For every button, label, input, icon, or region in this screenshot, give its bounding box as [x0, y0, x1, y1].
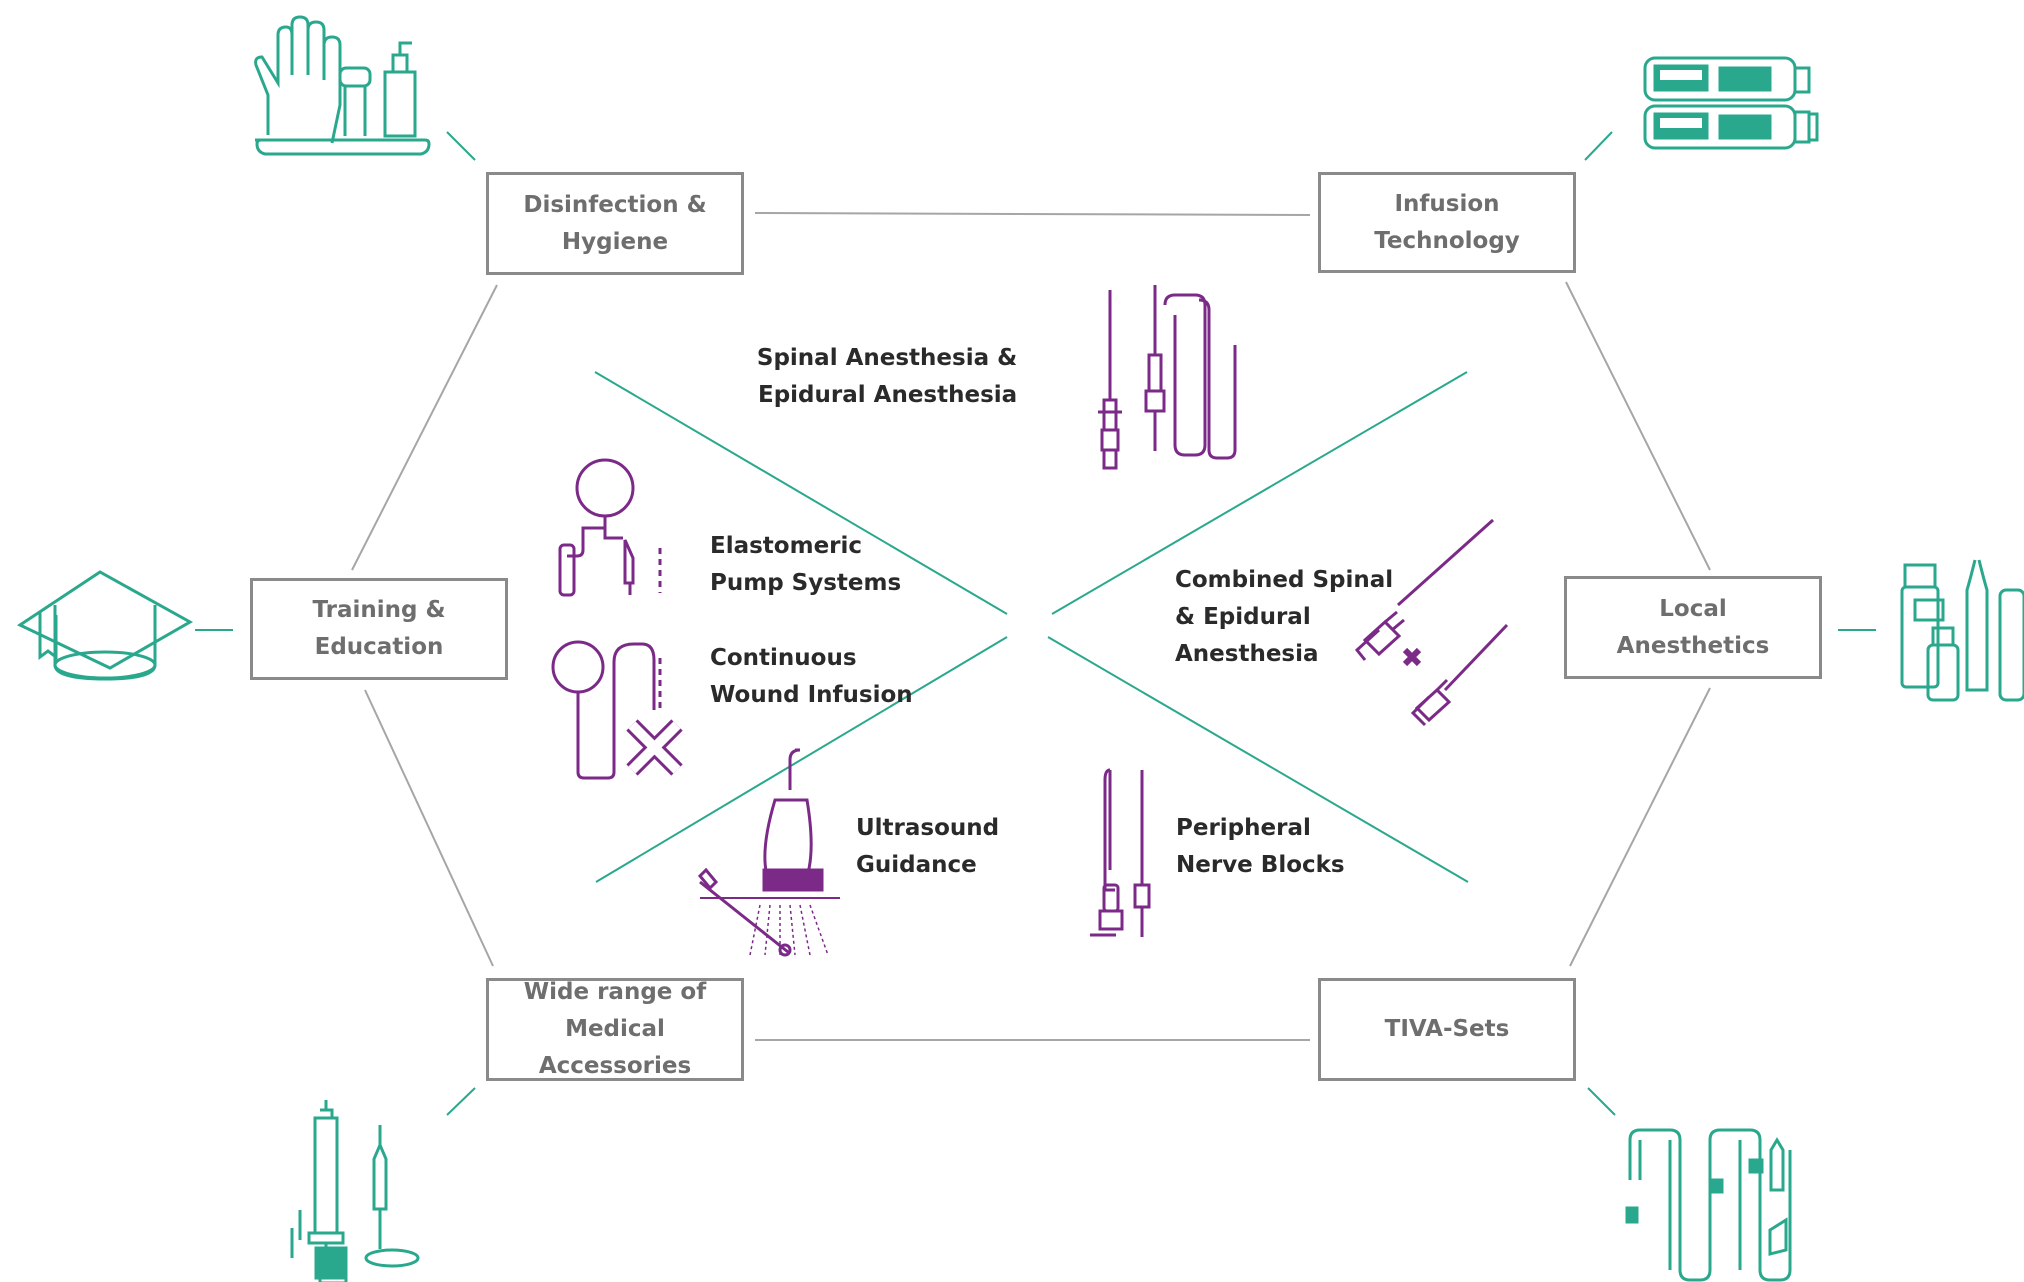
x-line-d: [595, 636, 1008, 883]
elastomeric-pump-icon: [558, 458, 662, 597]
tick-top-left: [446, 131, 476, 161]
label-spinal-epidural[interactable]: Spinal Anesthesia & Epidural Anesthesia: [752, 340, 1017, 414]
box-local-line1: Local: [1659, 595, 1727, 622]
connector-top-right: [1565, 281, 1711, 571]
box-local-anesthetics[interactable]: Local Anesthetics: [1564, 576, 1822, 679]
nerve-block-needle-icon: [1090, 768, 1151, 937]
label-peripheral-line1: Peripheral: [1176, 815, 1311, 841]
box-tiva-sets[interactable]: TIVA-Sets: [1318, 978, 1576, 1081]
box-infusion-line2: Technology: [1374, 227, 1520, 254]
connector-top: [754, 212, 1311, 216]
tick-top-right: [1584, 131, 1613, 161]
label-combined-line3: Anesthesia: [1175, 641, 1319, 667]
wound-infusion-icon: [551, 640, 683, 780]
label-ultrasound-line1: Ultrasound: [856, 815, 1000, 841]
ultrasound-probe-icon: [697, 748, 840, 957]
box-disinfection-hygiene[interactable]: Disinfection & Hygiene: [486, 172, 744, 275]
box-disinfection-line1: Disinfection &: [523, 191, 707, 218]
box-infusion-technology[interactable]: Infusion Technology: [1318, 172, 1576, 273]
box-accessories-line2: Medical Accessories: [538, 1016, 692, 1079]
iv-set-icon: [1625, 1128, 1792, 1282]
box-training-line2: Education: [314, 634, 444, 660]
spinal-needle-icon: [1098, 285, 1237, 470]
label-elastomeric-line2: Pump Systems: [710, 570, 902, 596]
label-wound-line1: Continuous: [710, 645, 857, 671]
label-wound-infusion[interactable]: Continuous Wound Infusion: [710, 640, 913, 714]
connector-bottom-left: [364, 689, 494, 967]
x-line-b: [1047, 636, 1469, 883]
label-combined-line2: & Epidural: [1175, 604, 1311, 630]
graduation-cap-icon: [16, 570, 194, 681]
connector-top-left: [351, 284, 498, 571]
label-ultrasound[interactable]: Ultrasound Guidance: [856, 810, 999, 884]
label-peripheral-line2: Nerve Blocks: [1176, 852, 1345, 878]
box-training-education[interactable]: Training & Education: [250, 578, 508, 680]
box-accessories-line1: Wide range of: [523, 979, 707, 1005]
label-spinal-line1: Spinal Anesthesia &: [756, 345, 1018, 371]
label-combined[interactable]: Combined Spinal & Epidural Anesthesia: [1175, 562, 1393, 673]
tick-bottom-right: [1587, 1087, 1616, 1116]
label-combined-line1: Combined Spinal: [1175, 567, 1394, 593]
label-peripheral[interactable]: Peripheral Nerve Blocks: [1176, 810, 1345, 884]
box-medical-accessories[interactable]: Wide range of Medical Accessories: [486, 978, 744, 1081]
x-line-c: [1051, 371, 1468, 615]
box-training-line1: Training &: [312, 597, 446, 623]
box-disinfection-line2: Hygiene: [561, 228, 669, 255]
syringe-accessories-icon: [290, 1100, 420, 1282]
box-local-line2: Anesthetics: [1616, 632, 1770, 659]
label-elastomeric[interactable]: Elastomeric Pump Systems: [710, 528, 901, 602]
box-infusion-line1: Infusion: [1394, 190, 1500, 217]
combined-needle-icon: [1354, 518, 1509, 727]
label-wound-line2: Wound Infusion: [710, 682, 913, 708]
label-spinal-line2: Epidural Anesthesia: [758, 382, 1018, 408]
infusion-pump-icon: [1643, 56, 1819, 150]
vials-icon: [1900, 559, 2024, 702]
tick-bottom-left: [446, 1087, 476, 1116]
box-tiva-line1: TIVA-Sets: [1384, 1016, 1510, 1042]
label-ultrasound-line2: Guidance: [856, 852, 977, 878]
label-elastomeric-line1: Elastomeric: [710, 533, 863, 559]
connector-bottom-right: [1569, 687, 1711, 967]
x-line-a: [594, 371, 1008, 615]
hands-disinfectant-icon: [254, 15, 431, 156]
